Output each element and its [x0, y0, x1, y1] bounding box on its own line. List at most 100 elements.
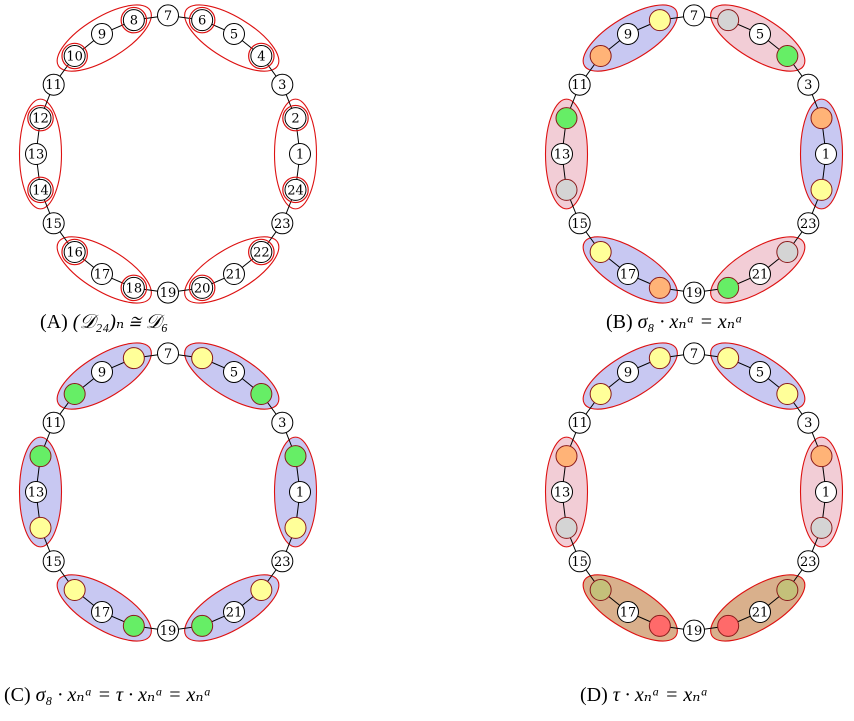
- vertex-22: [776, 241, 799, 264]
- vertex-11: 11: [42, 411, 65, 434]
- vertex-circle: [555, 516, 578, 539]
- vertex-circle: [555, 107, 578, 130]
- vertex-circle: [568, 73, 591, 96]
- vertex-5: 5: [223, 22, 245, 45]
- vertex-label: 24: [287, 183, 304, 198]
- vertex-11: 11: [568, 411, 591, 434]
- vertex-12: [555, 445, 578, 468]
- vertex-6: [717, 9, 740, 32]
- vertex-label: 16: [66, 246, 83, 261]
- vertex-16: [589, 241, 612, 264]
- vertex-circle: [717, 9, 740, 32]
- vertex-ring: [282, 104, 309, 132]
- vertex-label: 17: [620, 606, 637, 621]
- vertex-6: [717, 347, 740, 370]
- vertex-label: 13: [554, 148, 571, 163]
- vertex-label: 15: [571, 217, 588, 232]
- vertex-circle: [568, 212, 591, 235]
- vertex-3: 3: [797, 411, 820, 434]
- vertex-label: 8: [130, 14, 138, 29]
- vertex-circle: [683, 281, 705, 304]
- vertex-circle: [250, 579, 273, 602]
- vertex-13: 13: [551, 143, 573, 165]
- vertex-18: [648, 614, 671, 637]
- vertex-label: 5: [756, 27, 764, 42]
- vertex-19: 19: [157, 619, 179, 642]
- vertex-label: 5: [756, 365, 764, 380]
- orbit-ellipse: [56, 236, 152, 304]
- vertex-circle: [191, 9, 214, 32]
- vertex-15: 15: [42, 212, 65, 235]
- vertex-label: 11: [571, 78, 588, 93]
- vertex-2: [284, 445, 307, 468]
- vertex-circle: [810, 516, 833, 539]
- vertex-label: 18: [126, 281, 143, 296]
- vertex-circle: [617, 601, 639, 624]
- vertex-19: 19: [683, 281, 705, 304]
- vertex-circle: [683, 342, 705, 365]
- vertex-label: 1: [822, 486, 830, 501]
- vertex-21: 21: [749, 263, 771, 286]
- vertex-3: 3: [271, 73, 294, 96]
- vertex-ring: [120, 6, 148, 34]
- vertex-circle: [815, 481, 837, 503]
- vertex-11: 11: [42, 73, 65, 96]
- vertex-circle: [589, 382, 612, 405]
- vertex-23: 23: [797, 212, 820, 235]
- vertex-label: 19: [686, 624, 703, 639]
- caption-c-tag: (C): [4, 684, 31, 706]
- vertex-circle: [589, 579, 612, 602]
- caption-d-tag: (D): [580, 684, 608, 706]
- vertex-label: 23: [800, 217, 817, 232]
- vertex-circle: [250, 44, 273, 67]
- vertex-9: 9: [91, 360, 113, 383]
- vertex-23: 23: [797, 550, 820, 573]
- vertex-circle: [776, 44, 799, 67]
- vertex-label: 4: [257, 49, 265, 64]
- vertex-label: 19: [160, 624, 177, 639]
- vertex-circle: [157, 4, 179, 27]
- vertex-circle: [683, 619, 705, 642]
- vertex-12: 12: [27, 104, 54, 132]
- vertex-24: [284, 516, 307, 539]
- vertex-17: 17: [91, 601, 113, 624]
- vertex-circle: [589, 44, 612, 67]
- vertex-11: 11: [568, 73, 591, 96]
- vertex-circle: [648, 276, 671, 299]
- vertex-circle: [648, 9, 671, 32]
- vertex-circle: [29, 178, 52, 201]
- vertex-ring: [248, 238, 275, 266]
- vertex-circle: [717, 276, 740, 299]
- vertex-7: 7: [683, 4, 705, 27]
- vertex-label: 22: [253, 246, 270, 261]
- orbit-ellipse: [18, 98, 63, 210]
- vertex-label: 2: [291, 112, 299, 127]
- vertex-12: [29, 445, 52, 468]
- vertex-label: 23: [274, 555, 291, 570]
- vertex-label: 17: [94, 268, 111, 283]
- vertex-label: 10: [66, 49, 83, 64]
- vertex-circle: [157, 619, 179, 642]
- vertex-circle: [568, 550, 591, 573]
- vertex-circle: [25, 143, 47, 165]
- vertex-3: 3: [797, 73, 820, 96]
- vertex-circle: [223, 263, 245, 286]
- vertex-23: 23: [271, 550, 294, 573]
- vertex-label: 9: [98, 27, 106, 42]
- vertex-circle: [122, 347, 145, 370]
- vertex-24: 24: [282, 176, 309, 204]
- vertex-ring: [61, 42, 88, 70]
- vertex-10: [589, 382, 612, 405]
- vertex-circle: [717, 614, 740, 637]
- vertex-label: 20: [194, 281, 211, 296]
- vertex-circle: [797, 73, 820, 96]
- vertex-18: 18: [120, 274, 148, 302]
- vertex-circle: [42, 212, 65, 235]
- vertex-18: [648, 276, 671, 299]
- vertex-ring: [27, 104, 54, 132]
- vertex-label: 1: [296, 486, 304, 501]
- vertex-circle: [648, 614, 671, 637]
